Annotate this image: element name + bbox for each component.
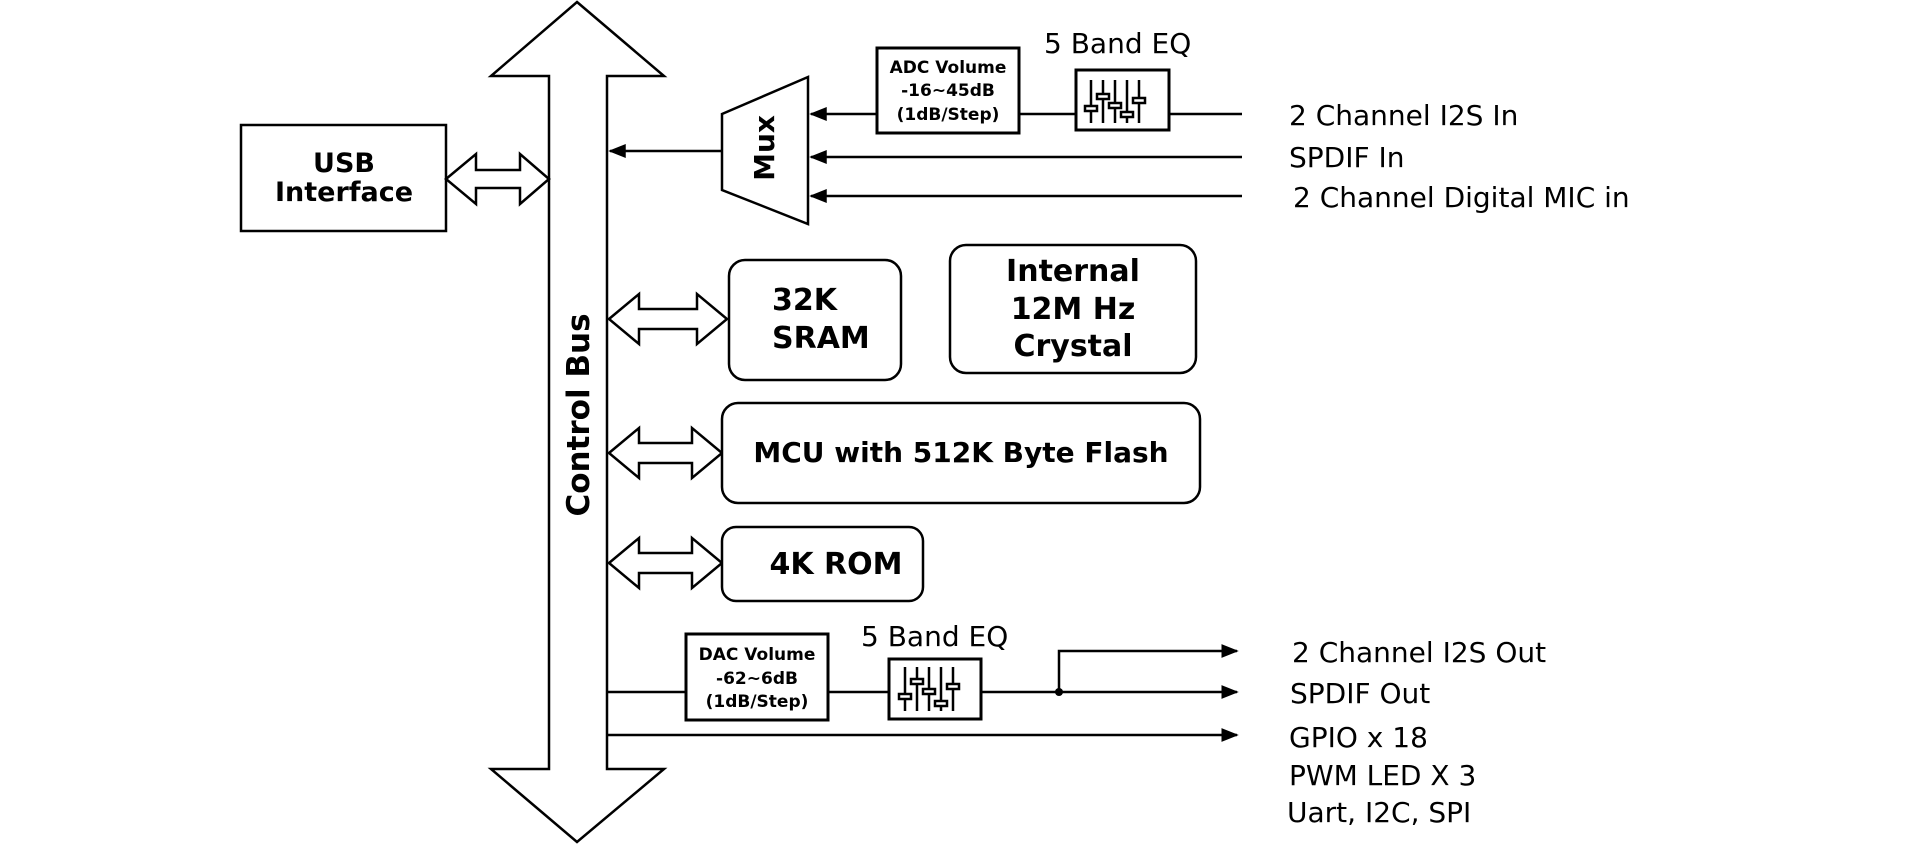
crystal-block: Internal 12M Hz Crystal bbox=[948, 243, 1198, 375]
adc-volume-line1: ADC Volume bbox=[890, 58, 1007, 78]
usb-line2: Interface bbox=[275, 177, 413, 208]
control-bus-arrow bbox=[487, 0, 668, 844]
output-label-gpio: GPIO x 18 bbox=[1289, 721, 1428, 754]
crystal-line1: Internal bbox=[1006, 254, 1140, 289]
mux-label: Mux bbox=[748, 115, 781, 181]
dac-volume-line3: (1dB/Step) bbox=[706, 692, 809, 712]
sram-block: 32K SRAM bbox=[727, 258, 903, 382]
dac-volume-line2: -62~6dB bbox=[716, 669, 798, 689]
control-bus: Control Bus bbox=[487, 0, 668, 844]
input-label-i2s: 2 Channel I2S In bbox=[1289, 99, 1518, 132]
input-label-spdif: SPDIF In bbox=[1289, 141, 1405, 174]
adc-volume-block: ADC Volume -16~45dB (1dB/Step) bbox=[875, 46, 1021, 135]
rom-label: 4K ROM bbox=[769, 547, 902, 582]
output-eq-block bbox=[887, 657, 983, 721]
rom-double-arrow bbox=[607, 535, 724, 591]
output-label-pwm: PWM LED X 3 bbox=[1289, 759, 1476, 792]
dac-volume-block: DAC Volume -62~6dB (1dB/Step) bbox=[684, 632, 830, 722]
usb-line1: USB bbox=[313, 148, 375, 179]
mux-block: Mux bbox=[720, 75, 810, 226]
rom-block: 4K ROM bbox=[720, 525, 925, 603]
crystal-line2: 12M Hz bbox=[1011, 292, 1136, 327]
sram-double-arrow bbox=[607, 291, 729, 347]
adc-volume-line2: -16~45dB bbox=[901, 81, 995, 101]
i2s-out-arrow bbox=[1057, 644, 1239, 692]
mcu-block: MCU with 512K Byte Flash bbox=[720, 401, 1202, 505]
output-label-i2s: 2 Channel I2S Out bbox=[1292, 636, 1546, 669]
mcu-double-arrow bbox=[607, 425, 724, 481]
usb-bus-double-arrow bbox=[444, 151, 551, 207]
input-eq-block bbox=[1074, 68, 1171, 132]
usb-interface-block: USB Interface bbox=[239, 123, 448, 233]
sram-line1: 32K bbox=[772, 283, 839, 318]
equalizer-sliders-icon bbox=[897, 667, 961, 711]
output-eq-label: 5 Band EQ bbox=[861, 620, 1008, 653]
output-label-peripherals: Uart, I2C, SPI bbox=[1287, 796, 1471, 829]
control-bus-label: Control Bus bbox=[561, 313, 597, 516]
sram-line2: SRAM bbox=[772, 321, 870, 356]
adc-volume-line3: (1dB/Step) bbox=[897, 105, 1000, 125]
dac-volume-line1: DAC Volume bbox=[699, 645, 816, 665]
output-label-spdif: SPDIF Out bbox=[1290, 677, 1430, 710]
equalizer-sliders-icon bbox=[1083, 80, 1147, 123]
input-label-mic: 2 Channel Digital MIC in bbox=[1293, 181, 1630, 214]
crystal-line3: Crystal bbox=[1013, 329, 1132, 364]
mcu-label: MCU with 512K Byte Flash bbox=[753, 436, 1168, 469]
input-eq-label: 5 Band EQ bbox=[1044, 27, 1191, 60]
